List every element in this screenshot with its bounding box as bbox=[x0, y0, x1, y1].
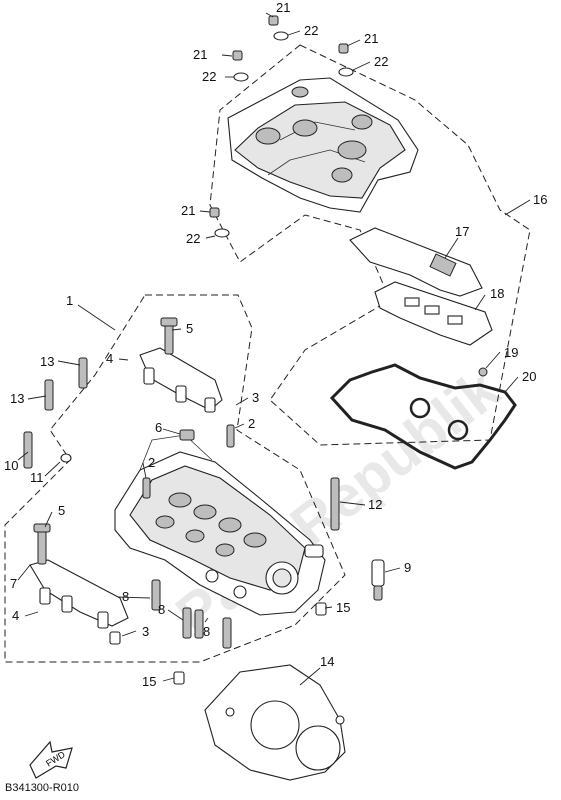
fwd-arrow-icon: FWD bbox=[29, 740, 73, 779]
head-cover-gasket bbox=[329, 363, 517, 470]
callout-8: 8 bbox=[122, 589, 129, 604]
cylinder-head bbox=[114, 429, 326, 616]
spark-plug bbox=[371, 559, 385, 601]
callout-14: 14 bbox=[320, 654, 334, 669]
cylinder-head-cover bbox=[227, 77, 419, 213]
leader-lines bbox=[17, 12, 531, 686]
callout-22: 22 bbox=[186, 231, 200, 246]
callout-4: 4 bbox=[106, 351, 113, 366]
callout-2: 2 bbox=[248, 416, 255, 431]
callout-19: 19 bbox=[504, 345, 518, 360]
callout-22: 22 bbox=[374, 54, 388, 69]
callout-22: 22 bbox=[304, 23, 318, 38]
cover-bolt bbox=[209, 15, 354, 238]
callout-5: 5 bbox=[58, 503, 65, 518]
callout-1: 1 bbox=[66, 293, 73, 308]
callout-5: 5 bbox=[186, 321, 193, 336]
callout-18: 18 bbox=[490, 286, 504, 301]
callout-15: 15 bbox=[336, 600, 350, 615]
callout-8: 8 bbox=[203, 624, 210, 639]
callout-21: 21 bbox=[364, 31, 378, 46]
callout-13: 13 bbox=[10, 391, 24, 406]
callout-16: 16 bbox=[533, 192, 547, 207]
camshaft-holder-upper bbox=[139, 317, 223, 413]
callout-13: 13 bbox=[40, 354, 54, 369]
callout-21: 21 bbox=[276, 0, 290, 15]
callout-11: 11 bbox=[30, 470, 44, 485]
callout-3: 3 bbox=[142, 624, 149, 639]
callout-22: 22 bbox=[202, 69, 216, 84]
callout-17: 17 bbox=[455, 224, 469, 239]
callout-12: 12 bbox=[368, 497, 382, 512]
callout-20: 20 bbox=[522, 369, 536, 384]
callout-6: 6 bbox=[155, 420, 162, 435]
camshaft-holder-lower bbox=[29, 523, 129, 629]
cover-gasket-plate bbox=[349, 227, 493, 377]
callout-3: 3 bbox=[252, 390, 259, 405]
diagram-reference-code: B341300-R010 bbox=[5, 782, 80, 794]
callout-21: 21 bbox=[193, 47, 207, 62]
callout-15: 15 bbox=[142, 674, 156, 689]
cylinder-head-gasket bbox=[204, 664, 346, 781]
callout-10: 10 bbox=[4, 458, 18, 473]
callout-9: 9 bbox=[404, 560, 411, 575]
callout-8: 8 bbox=[158, 602, 165, 617]
cylinder-head-assembly-outline bbox=[4, 294, 346, 663]
callout-labels: 21 22 21 22 21 22 21 22 16 17 18 19 20 1… bbox=[4, 0, 547, 689]
callout-4: 4 bbox=[12, 608, 19, 623]
callout-2: 2 bbox=[148, 455, 155, 470]
callout-7: 7 bbox=[10, 576, 17, 591]
stud-bolts bbox=[23, 357, 340, 685]
callout-21: 21 bbox=[181, 203, 195, 218]
